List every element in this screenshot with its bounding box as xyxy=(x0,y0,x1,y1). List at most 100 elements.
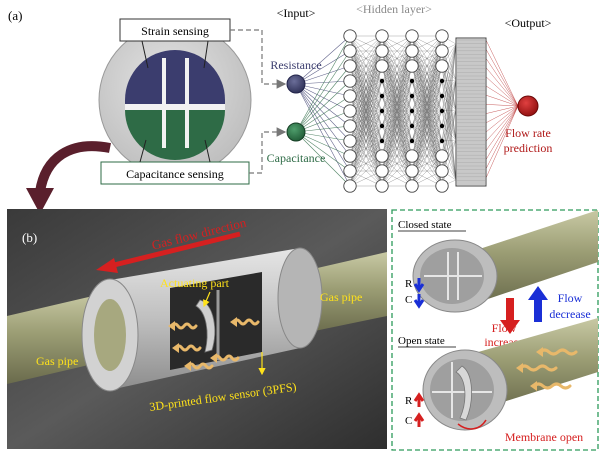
strain-half xyxy=(125,50,225,104)
flow-wave xyxy=(170,322,198,330)
capacitance-input-label: Capacitance xyxy=(267,151,326,165)
closed-state-render xyxy=(412,210,598,313)
resistance-label: Resistance xyxy=(270,58,321,72)
gas-pipe-right-label: Gas pipe xyxy=(320,290,362,304)
hidden-neuron xyxy=(435,179,449,193)
hidden-neuron xyxy=(343,74,357,88)
hidden-ellipsis-dot xyxy=(439,108,445,114)
flow-decrease-line1: Flow xyxy=(558,291,583,305)
hidden-neuron xyxy=(343,119,357,133)
hidden-neuron xyxy=(375,164,389,178)
flow-wave xyxy=(532,382,572,390)
hidden-neuron xyxy=(343,149,357,163)
hidden-layer-header: <Hidden layer> xyxy=(356,2,432,16)
flow-increase-line1: Flow xyxy=(492,321,517,335)
hidden-ellipsis-dot xyxy=(439,123,445,129)
open-membrane xyxy=(455,365,472,421)
open-r-label: R xyxy=(405,395,413,407)
hidden-neuron xyxy=(343,164,357,178)
hidden-ellipsis-dot xyxy=(379,93,385,99)
hidden-neuron xyxy=(405,44,419,58)
hidden-neuron xyxy=(343,104,357,118)
capacitance-connector xyxy=(249,127,287,174)
flow-wave xyxy=(212,354,240,362)
capacitance-sensing-label: Capacitance sensing xyxy=(126,167,224,181)
hidden-neuron xyxy=(405,179,419,193)
hidden-neuron xyxy=(375,29,389,43)
flow-wave xyxy=(174,344,202,352)
hidden-neuron xyxy=(343,134,357,148)
output-label-line2: prediction xyxy=(504,141,553,155)
gas-flow-arrow xyxy=(109,231,241,269)
hidden-ellipsis-dot xyxy=(409,138,415,144)
hidden-neuron xyxy=(343,179,357,193)
open-state-label: Open state xyxy=(398,335,445,347)
membrane-open-label: Membrane open xyxy=(505,430,583,444)
output-label-line1: Flow rate xyxy=(505,126,551,140)
hidden-ellipsis-dot xyxy=(409,108,415,114)
hidden-neuron xyxy=(375,179,389,193)
flow-decrease-line2: decrease xyxy=(549,307,590,321)
dense-layer-block xyxy=(455,37,487,187)
hidden-neuron xyxy=(405,29,419,43)
hidden-neuron xyxy=(375,44,389,58)
hidden-neuron xyxy=(405,164,419,178)
membrane-rotation-arrow xyxy=(457,419,487,430)
flow-waves-main xyxy=(168,317,260,371)
open-r-up-arrow xyxy=(413,392,425,407)
sensor-disc xyxy=(98,23,252,177)
open-state-render xyxy=(422,318,598,431)
hidden-ellipsis-dot xyxy=(409,123,415,129)
hidden-ellipsis-dot xyxy=(379,78,385,84)
actuating-part-label: Actuating part xyxy=(160,276,230,290)
flow-wave xyxy=(518,364,558,372)
hidden-ellipsis-dot xyxy=(379,138,385,144)
closed-r-down-arrow xyxy=(413,278,425,293)
hidden-neuron xyxy=(435,29,449,43)
hidden-ellipsis-dot xyxy=(379,108,385,114)
hidden-neuron xyxy=(343,29,357,43)
panel-a-label: (a) xyxy=(8,8,22,23)
hidden-neuron xyxy=(435,59,449,73)
open-c-label: C xyxy=(405,415,412,427)
hidden-neuron xyxy=(435,164,449,178)
curved-arrow xyxy=(35,141,111,193)
flow-wave xyxy=(186,362,214,370)
hidden-ellipsis-dot xyxy=(439,138,445,144)
hidden-ellipsis-dot xyxy=(439,78,445,84)
network-nodes xyxy=(286,29,449,193)
strain-sensing-label: Strain sensing xyxy=(141,24,209,38)
hidden-neuron xyxy=(435,149,449,163)
panel-b-label: (b) xyxy=(22,230,37,245)
hidden-neuron xyxy=(435,44,449,58)
hidden-ellipsis-dot xyxy=(379,123,385,129)
hidden-neuron xyxy=(343,89,357,103)
output-node xyxy=(517,95,539,117)
hidden-ellipsis-dot xyxy=(409,93,415,99)
hidden-ellipsis-dot xyxy=(439,93,445,99)
hidden-neuron xyxy=(405,59,419,73)
strain-connector xyxy=(230,29,287,89)
hidden-neuron xyxy=(343,59,357,73)
open-c-up-arrow xyxy=(413,412,425,427)
output-header: <Output> xyxy=(505,16,552,30)
flow-wave xyxy=(232,318,260,326)
hidden-neuron xyxy=(405,149,419,163)
hidden-neuron xyxy=(375,149,389,163)
hidden-ellipsis-dot xyxy=(409,78,415,84)
capacitance-half xyxy=(125,110,225,160)
sensor-housing xyxy=(81,247,323,392)
closed-state-label: Closed state xyxy=(398,219,452,231)
hidden-neuron xyxy=(343,44,357,58)
gas-pipe-left-label: Gas pipe xyxy=(36,354,78,368)
closed-r-label: R xyxy=(405,278,413,290)
resistance-input-node xyxy=(286,74,306,94)
flow-wave xyxy=(538,348,578,356)
closed-c-down-arrow xyxy=(413,294,425,309)
input-header: <Input> xyxy=(277,6,316,20)
closed-c-label: C xyxy=(405,294,412,306)
capacitance-input-node xyxy=(286,122,306,142)
hidden-neuron xyxy=(375,59,389,73)
flow-waves-open xyxy=(516,347,578,391)
